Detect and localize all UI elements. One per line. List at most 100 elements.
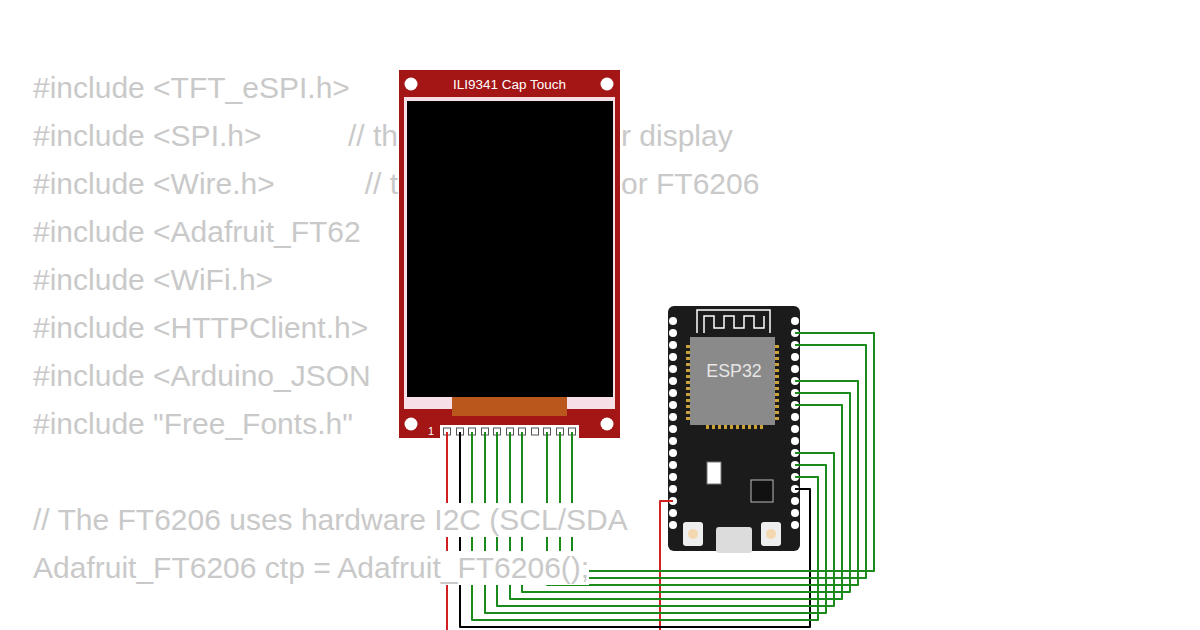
board-pin — [791, 521, 799, 529]
board-pin — [791, 473, 799, 481]
module-pad — [686, 351, 690, 354]
wire-stub — [459, 432, 461, 438]
display-pcb — [399, 70, 620, 438]
module-pad — [686, 369, 690, 372]
board-pin — [791, 377, 799, 385]
wire-stub — [795, 476, 800, 478]
code-line: Adafruit_FT6206 ctp = Adafruit_FT6206(); — [33, 551, 589, 585]
pin-header — [440, 425, 579, 438]
usb-port — [716, 527, 752, 553]
board-pin — [791, 413, 799, 421]
board-pin — [669, 317, 677, 325]
wire-stub — [546, 432, 548, 438]
board-pin — [791, 425, 799, 433]
module-pad — [775, 417, 779, 420]
board-pin — [669, 377, 677, 385]
module-pad — [730, 425, 733, 429]
module-pad — [775, 387, 779, 390]
module-pad — [760, 425, 763, 429]
wire-stub — [571, 432, 573, 438]
board-pin — [669, 353, 677, 361]
button-cap — [766, 529, 776, 539]
board-pin — [669, 389, 677, 397]
module-pad — [775, 369, 779, 372]
wire-stub — [446, 432, 448, 438]
module-pad — [686, 393, 690, 396]
module-pad — [775, 399, 779, 402]
wire-stub — [795, 380, 800, 382]
board-pcb — [668, 306, 800, 551]
ili9341-display — [399, 70, 620, 438]
module-pad — [686, 363, 690, 366]
display-screen — [407, 101, 613, 397]
board-pin — [791, 437, 799, 445]
board-pin — [791, 317, 799, 325]
module-pad — [686, 405, 690, 408]
board-pin — [791, 329, 799, 337]
module-title: ILI9341 Cap Touch — [399, 77, 620, 92]
board-pin — [669, 473, 677, 481]
code-line: #include <TFT_eSPI.h> — [33, 71, 350, 105]
board-pin — [669, 485, 677, 493]
button-cap — [688, 529, 698, 539]
board-pin — [791, 353, 799, 361]
module-pad — [775, 357, 779, 360]
board-pin — [669, 341, 677, 349]
wire-stub — [471, 432, 473, 438]
code-line: #include <HTTPClient.h> — [33, 311, 368, 345]
code-line: #include <WiFi.h> — [33, 263, 273, 297]
header-pin — [532, 428, 539, 435]
wire-stub — [559, 432, 561, 438]
wire-stub — [509, 432, 511, 438]
regulator — [707, 462, 721, 484]
code-line: #include "Free_Fonts.h" — [33, 407, 353, 441]
board-pin — [669, 449, 677, 457]
usb-chip — [751, 480, 773, 502]
board-pin — [669, 413, 677, 421]
flex-ribbon — [452, 397, 567, 416]
module-pad — [706, 425, 709, 429]
code-line: // th — [348, 119, 398, 153]
module-pad — [712, 425, 715, 429]
board-pin — [669, 329, 677, 337]
code-line: r display — [621, 119, 733, 153]
pin-number: 1 — [428, 425, 434, 437]
module-pad — [718, 425, 721, 429]
board-pin — [669, 461, 677, 469]
board-pins — [669, 317, 799, 529]
code-line: #include <Adafruit_FT62 — [33, 215, 361, 249]
wire-stub — [795, 392, 800, 394]
display-bezel — [404, 97, 615, 409]
code-line: or FT6206 — [621, 167, 759, 201]
board-pin — [669, 521, 677, 529]
wire-stub — [795, 332, 800, 334]
board-pin — [791, 365, 799, 373]
mount-hole — [601, 78, 614, 91]
code-line: #include <SPI.h> — [33, 119, 262, 153]
board-pin — [791, 389, 799, 397]
wire-stub — [484, 432, 486, 438]
display-module: ILI9341 Cap Touch — [399, 70, 620, 438]
code-line: // t — [365, 167, 398, 201]
module-pad — [686, 375, 690, 378]
board-pin — [669, 509, 677, 517]
wire-stub — [795, 404, 800, 406]
board-pin — [669, 401, 677, 409]
board-pin — [669, 365, 677, 373]
module-pad — [775, 411, 779, 414]
code-line: #include <Arduino_JSON — [33, 359, 371, 393]
reset-button — [761, 522, 781, 546]
module-pad — [686, 411, 690, 414]
board-pin — [791, 401, 799, 409]
board-pin — [791, 509, 799, 517]
code-line: // The FT6206 uses hardware I2C (SCL/SDA — [33, 503, 628, 537]
wire-stub — [668, 500, 673, 502]
boot-button — [683, 522, 703, 546]
module-pad — [775, 375, 779, 378]
board-pin — [791, 449, 799, 457]
board-pin — [791, 341, 799, 349]
wire-stub — [795, 344, 800, 346]
module-pad — [754, 425, 757, 429]
wire — [547, 381, 858, 585]
